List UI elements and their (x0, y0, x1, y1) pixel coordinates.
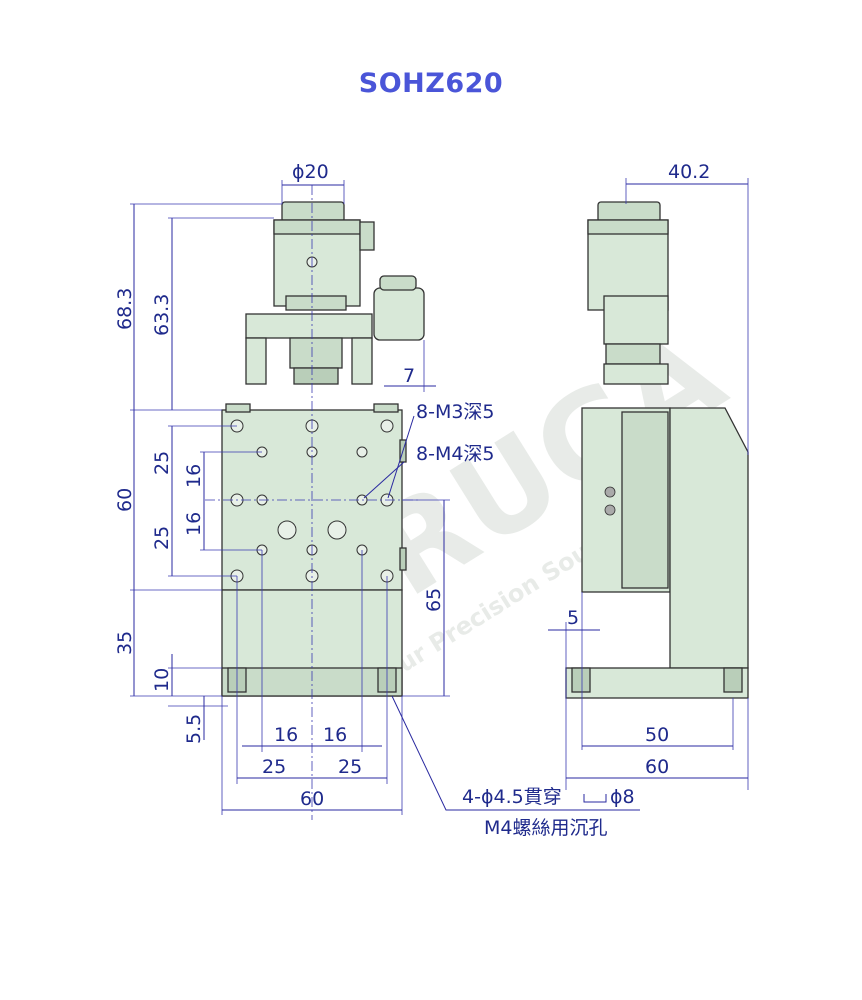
sensor-block (373, 287, 425, 341)
hole (327, 520, 347, 540)
motor-top-ring (273, 219, 361, 235)
dim-h-16-left: 16 (274, 724, 298, 746)
motor-flange (285, 295, 347, 311)
bracket-left-post (245, 337, 267, 385)
side-slide (621, 411, 669, 589)
hole (277, 520, 297, 540)
dim-v-60: 60 (114, 488, 136, 512)
note-m4: 8-M4深5 (416, 443, 495, 465)
dim-v-16-mid: 16 (183, 512, 205, 536)
dim-h-63-3: 63.3 (151, 294, 173, 336)
dim-side-50: 50 (645, 724, 669, 746)
leader-counterbore (391, 695, 640, 811)
side-screw (604, 504, 616, 516)
dim-v-5-5: 5.5 (183, 714, 205, 744)
dim-v-25-top: 25 (151, 451, 173, 475)
dim-motor-diameter: ϕ20 (292, 161, 329, 183)
sensor-cap (379, 275, 417, 291)
dim-side-5: 5 (567, 607, 579, 629)
side-knob-bottom (399, 547, 407, 571)
dim-h-60-front: 60 (300, 788, 324, 810)
note-through-hole: 4-ϕ4.5貫穿 (462, 786, 562, 808)
note-counterbore: ϕ8 (610, 786, 635, 808)
dim-v-35: 35 (114, 631, 136, 655)
table-clip-right (373, 403, 399, 413)
motor-cap (281, 201, 345, 223)
side-screw (604, 486, 616, 498)
motor-bracket-top (245, 313, 373, 339)
dim-h-25-right: 25 (338, 756, 362, 778)
side-base-plate (565, 667, 749, 699)
side-coupling (605, 343, 661, 365)
dim-h-25-left: 25 (262, 756, 286, 778)
side-counterbore-right (723, 667, 743, 693)
coupling (289, 337, 343, 369)
side-bracket (603, 363, 669, 385)
bracket-right-post (351, 337, 373, 385)
dimensions: ϕ20 40.2 68.3 63.3 7 8-M3深5 8-M4深5 25 16… (114, 161, 749, 839)
dim-h-68-3: 68.3 (114, 288, 136, 330)
counterbore-symbol (583, 794, 607, 803)
leader-m3 (387, 415, 415, 499)
dim-v-65: 65 (423, 588, 445, 612)
dim-v-10: 10 (151, 668, 173, 692)
dim-side-60: 60 (645, 756, 669, 778)
side-motor-cap (597, 201, 661, 223)
hole (356, 446, 368, 458)
coupling-lower (293, 367, 339, 385)
side-view (565, 201, 749, 699)
side-sensor (603, 295, 669, 345)
side-angle-bracket (669, 407, 749, 669)
leader-m4 (363, 461, 405, 499)
page-title: SOHZ620 (358, 68, 504, 99)
dim-offset-7: 7 (403, 365, 415, 387)
dim-h-16-right: 16 (323, 724, 347, 746)
dim-side-width: 40.2 (668, 161, 710, 183)
side-motor-body (587, 219, 669, 311)
front-view (205, 185, 425, 820)
motor-connector (359, 221, 375, 251)
table-clip-left (225, 403, 251, 413)
side-counterbore-left (571, 667, 591, 693)
dim-v-16-top: 16 (183, 464, 205, 488)
note-m3: 8-M3深5 (416, 401, 495, 423)
side-motor-ring (587, 219, 669, 235)
note-counterbore-desc: M4螺絲用沉孔 (484, 817, 607, 839)
dim-v-25-mid: 25 (151, 526, 173, 550)
hole (380, 419, 394, 433)
